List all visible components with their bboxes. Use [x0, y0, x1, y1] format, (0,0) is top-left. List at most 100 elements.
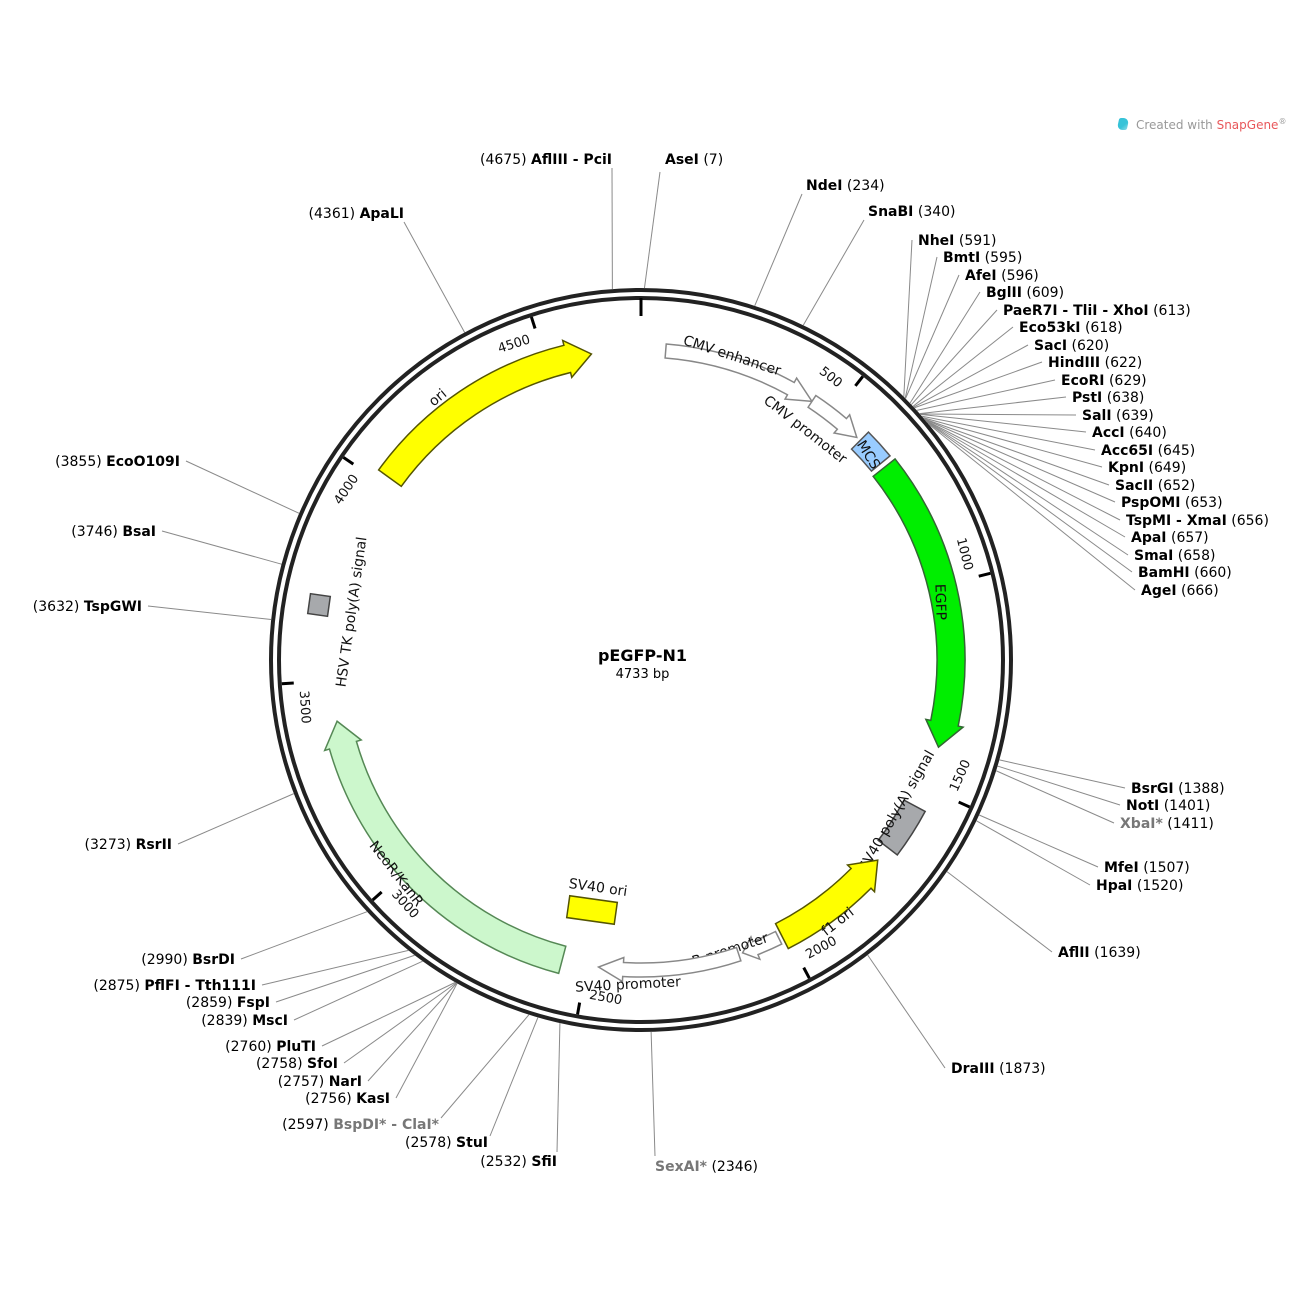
site-label: NotI (1401) [1126, 798, 1210, 814]
neor-kanr-arrow [323, 720, 567, 975]
site-position: 2578 [410, 1135, 446, 1151]
site-position: 629 [1114, 373, 1141, 389]
restriction-site: AfeI (596) [905, 268, 1039, 399]
restriction-site: (3855) EcoO109I [55, 454, 300, 514]
egfp-arrow [872, 457, 966, 749]
restriction-site: EcoRI (629) [916, 373, 1147, 411]
site-name: SnaBI [868, 204, 913, 220]
site-position: 2346 [717, 1159, 753, 1175]
site-label: SnaBI (340) [868, 204, 956, 220]
restriction-sites-layer: AseI (7)NdeI (234)SnaBI (340)NheI (591)B… [33, 152, 1269, 1175]
site-position: 4675 [485, 152, 521, 168]
site-connector [920, 413, 1077, 416]
site-label: (2839) MscI [201, 1013, 288, 1029]
site-label: (2756) KasI [305, 1091, 390, 1107]
feature-sv40-polya: SV40 poly(A) signal [856, 748, 938, 874]
site-position: 3746 [77, 524, 113, 540]
site-label: PstI (638) [1072, 390, 1144, 406]
site-label: HindIII (622) [1048, 355, 1142, 371]
site-connector [925, 420, 1129, 556]
site-connector [367, 982, 458, 1082]
site-name: NheI [918, 233, 954, 249]
restriction-site: (2757) NarI [278, 982, 458, 1090]
site-position: 640 [1135, 425, 1162, 441]
site-position: 1520 [1142, 878, 1178, 894]
site-connector [903, 239, 913, 397]
restriction-site: (3273) RsrII [85, 793, 295, 853]
site-label: KpnI (649) [1108, 460, 1186, 476]
site-position: 7 [709, 152, 718, 168]
site-label: AccI (640) [1092, 425, 1167, 441]
restriction-site: SmaI (658) [925, 420, 1215, 564]
site-label: SacII (652) [1115, 478, 1195, 494]
tick-mark [576, 1002, 582, 1015]
site-label: NheI (591) [918, 233, 997, 249]
site-connector [997, 765, 1121, 806]
site-name: PflFI - Tth111I [144, 978, 256, 994]
site-position: 1507 [1149, 860, 1185, 876]
site-label: Eco53kI (618) [1019, 320, 1123, 336]
egfp-label: EGFP [931, 584, 948, 621]
site-connector [440, 1014, 530, 1119]
site-name: BsrDI [192, 952, 235, 968]
feature-neor-kanr: NeoR/KanR [323, 720, 567, 975]
tick-label: 2500 [588, 988, 623, 1009]
tick-label: 4000 [331, 472, 362, 508]
site-position: 2875 [99, 978, 135, 994]
credit-mark: ® [1278, 117, 1287, 126]
site-label: BamHI (660) [1138, 565, 1232, 581]
restriction-site: SacI (620) [913, 338, 1109, 408]
site-connector [177, 793, 295, 845]
site-name: Acc65I [1101, 443, 1153, 459]
tick-mark [978, 571, 991, 578]
site-label: TspMI - XmaI (656) [1126, 513, 1269, 529]
restriction-site: (4675) AflIII - PciI [480, 152, 613, 290]
tick-label: 2000 [803, 934, 839, 963]
site-name: StuI [456, 1135, 488, 1151]
restriction-site: PstI (638) [919, 390, 1144, 415]
site-position: 638 [1112, 390, 1139, 406]
site-name: RsrII [136, 837, 172, 853]
site-position: 2758 [261, 1056, 297, 1072]
site-name: TspMI - XmaI [1126, 513, 1227, 529]
plasmid-size: 4733 bp [615, 667, 670, 682]
site-position: 1388 [1184, 781, 1220, 797]
restriction-site: SnaBI (340) [802, 204, 956, 326]
site-label: (3855) EcoO109I [55, 454, 180, 470]
restriction-site: BmtI (595) [904, 250, 1022, 399]
restriction-site: SalI (639) [920, 408, 1154, 424]
tick-label: 4500 [496, 332, 532, 356]
site-name: AgeI [1141, 583, 1177, 599]
site-position: 666 [1186, 583, 1213, 599]
restriction-site: TspMI - XmaI (656) [925, 419, 1269, 529]
site-connector [275, 954, 415, 1003]
site-position: 340 [923, 204, 950, 220]
site-position: 1411 [1173, 816, 1209, 832]
ori-arrow [377, 339, 593, 488]
site-name: SexAI* [655, 1159, 708, 1175]
site-position: 613 [1159, 303, 1186, 319]
restriction-site: MfeI (1507) [978, 814, 1190, 876]
site-name: PluTI [276, 1039, 316, 1055]
site-connector [161, 530, 282, 565]
feature-egfp: EGFP [872, 457, 966, 749]
site-name: AflII [1058, 945, 1090, 961]
site-name: EcoRI [1061, 373, 1104, 389]
site-label: ApaI (657) [1131, 530, 1209, 546]
site-label: SexAI* (2346) [655, 1159, 758, 1175]
site-connector [919, 396, 1067, 415]
site-connector [909, 291, 981, 404]
site-connector [261, 949, 409, 986]
site-label: XbaI* (1411) [1120, 816, 1214, 832]
tick-mark [958, 800, 971, 809]
restriction-site: AseI (7) [643, 152, 723, 289]
site-position: 618 [1090, 320, 1117, 336]
site-name: BglII [986, 285, 1022, 301]
site-name: AfeI [965, 268, 997, 284]
site-position: 4361 [314, 206, 350, 222]
site-position: 660 [1200, 565, 1227, 581]
site-name: PstI [1072, 390, 1102, 406]
restriction-site: (2597) BspDI* - ClaI* [282, 1014, 530, 1133]
site-position: 2859 [191, 995, 227, 1011]
